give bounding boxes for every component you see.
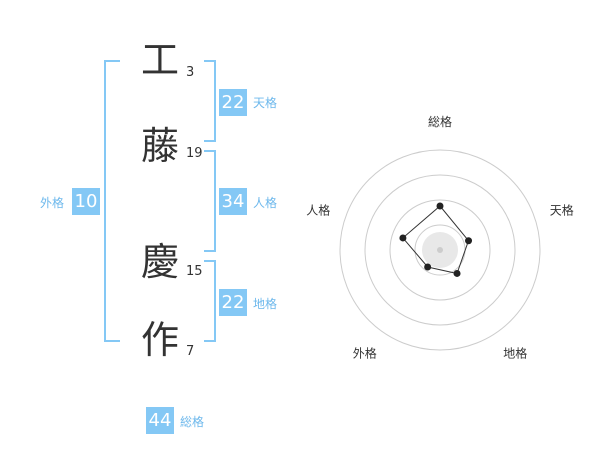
jinkaku-label: 人格 (253, 196, 278, 210)
soukaku-label: 総格 (180, 415, 205, 429)
radar-point-1 (436, 202, 444, 210)
radar-point-5 (399, 234, 407, 242)
radar-axis-label-4: 外格 (353, 346, 377, 361)
name-char-3: 慶 (140, 240, 179, 284)
gaikaku-bracket (104, 60, 120, 342)
tenkaku-bracket (204, 60, 216, 142)
jinkaku-bracket (204, 150, 216, 252)
tenkaku-value: 22 (219, 89, 247, 116)
gaikaku-label: 外格 (40, 196, 65, 210)
name-char-2: 藤 (140, 124, 179, 168)
tenkaku-label: 天格 (253, 96, 278, 110)
name-char-4: 作 (140, 318, 179, 362)
stroke-count-1: 3 (186, 65, 195, 80)
chikaku-value: 22 (219, 289, 247, 316)
radar-point-4 (424, 263, 432, 271)
radar-series-polygon (402, 205, 470, 275)
name-char-1: 工 (140, 38, 179, 82)
stroke-count-3: 15 (186, 264, 203, 279)
radar-center-point (437, 247, 443, 253)
radar-ring-4 (339, 149, 541, 351)
stroke-count-4: 7 (186, 344, 195, 359)
radar-axis-label-5: 人格 (306, 202, 330, 217)
radar-ring-3 (364, 174, 516, 326)
radar-ring-2 (389, 199, 491, 301)
chikaku-bracket (204, 260, 216, 342)
radar-point-3 (453, 269, 461, 277)
radar-axis-label-2: 天格 (550, 202, 574, 217)
soukaku-value: 44 (146, 407, 174, 434)
stroke-count-2: 19 (186, 146, 203, 161)
radar-point-2 (465, 237, 473, 245)
radar-axis-label-3: 地格 (503, 346, 527, 361)
jinkaku-value: 34 (219, 188, 247, 215)
chikaku-label: 地格 (253, 297, 278, 311)
gaikaku-value: 10 (72, 188, 100, 215)
radar-axis-label-1: 総格 (428, 114, 452, 129)
